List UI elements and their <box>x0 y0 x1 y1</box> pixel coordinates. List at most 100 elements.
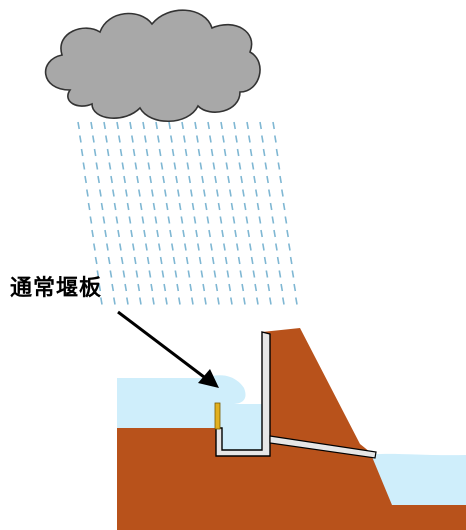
rain <box>77 121 298 305</box>
rain-drop <box>91 229 94 238</box>
rain-drop <box>86 189 89 197</box>
callout-arrow-head <box>198 369 219 388</box>
rain-drop <box>94 256 98 265</box>
rain-drop <box>100 297 103 305</box>
rain-drop <box>144 135 147 143</box>
rain-drop <box>82 162 86 170</box>
rain-drop <box>195 229 198 238</box>
rain-drop <box>200 270 204 278</box>
rain-drop <box>138 189 141 197</box>
rain-drop <box>104 229 107 238</box>
rain-drop <box>177 189 180 197</box>
rain-drop <box>191 202 195 211</box>
rain-drop <box>128 216 132 224</box>
rain-drop <box>156 229 159 238</box>
rain-drop <box>164 189 167 197</box>
rain-drop <box>146 256 150 265</box>
rain-drop <box>213 270 217 278</box>
rain-drop <box>185 256 189 265</box>
rain-drop <box>184 148 188 157</box>
rain-drop <box>136 175 139 184</box>
rain-drop <box>260 229 263 238</box>
rain-drop <box>288 243 291 251</box>
rain-drop <box>80 148 84 157</box>
rain-drop <box>202 283 206 292</box>
rain-drop <box>129 121 132 130</box>
rain-drop <box>208 229 211 238</box>
rain-drop <box>90 121 93 130</box>
rain-drop <box>180 216 184 224</box>
rain-drop <box>207 121 210 130</box>
rain-drop <box>113 202 117 211</box>
rain-drop <box>174 270 178 278</box>
rain-drop <box>204 202 208 211</box>
rain-drop <box>188 175 191 184</box>
rain-drop <box>79 135 82 143</box>
rain-drop <box>84 175 87 184</box>
rain-drop <box>225 162 229 170</box>
rain-drop <box>126 202 130 211</box>
rain-drop <box>217 297 220 305</box>
rain-drop <box>92 135 95 143</box>
rain-drop <box>147 162 151 170</box>
rain-drop <box>131 135 134 143</box>
rain-drop <box>113 297 116 305</box>
rain-drop <box>217 202 221 211</box>
rain-drop <box>238 162 242 170</box>
rain-drop <box>165 202 169 211</box>
rain-drop <box>95 162 99 170</box>
rain-drop <box>152 297 155 305</box>
weir-box-water <box>220 404 262 452</box>
rain-drop <box>182 229 185 238</box>
rain-drop <box>228 283 232 292</box>
rain-drop <box>132 148 136 157</box>
rain-drop <box>135 270 139 278</box>
rain-drop <box>172 256 176 265</box>
rain-drop <box>125 189 128 197</box>
rain-drop <box>212 162 216 170</box>
rain-drop <box>236 148 240 157</box>
rain-drop <box>133 256 137 265</box>
rain-drop <box>274 135 277 143</box>
rain-drop <box>256 202 260 211</box>
rain-drop <box>210 243 213 251</box>
rain-drop <box>109 270 113 278</box>
rain-drop <box>87 202 91 211</box>
rain-drop <box>167 216 171 224</box>
rain-drop <box>111 283 115 292</box>
rain-drop <box>173 162 177 170</box>
rain-drop <box>240 175 243 184</box>
rain-drop <box>119 243 122 251</box>
rain-drop <box>189 283 193 292</box>
rain-drop <box>262 243 265 251</box>
rain-drop <box>281 189 284 197</box>
rain-drop <box>271 216 275 224</box>
rain-drop <box>158 243 161 251</box>
rain-drop <box>232 216 236 224</box>
rain-drop <box>219 216 223 224</box>
rain-drop <box>110 175 113 184</box>
rain-drop <box>293 283 297 292</box>
rain-drop <box>132 243 135 251</box>
rain-drop <box>227 175 230 184</box>
rain-drop <box>161 270 165 278</box>
rain-drop <box>184 243 187 251</box>
rain-drop <box>197 243 200 251</box>
rain-drop <box>291 270 295 278</box>
rain-drop <box>154 216 158 224</box>
rain-drop <box>221 229 224 238</box>
rain-drop <box>139 297 142 305</box>
rain-drop <box>93 243 96 251</box>
rain-drop <box>279 175 282 184</box>
rain-drop <box>98 283 102 292</box>
rain-drop <box>112 189 115 197</box>
rain-drop <box>223 148 227 157</box>
rain-drop <box>237 256 241 265</box>
rain-drop <box>145 243 148 251</box>
rain-drop <box>269 202 273 211</box>
rain-drop <box>236 243 239 251</box>
downstream-water <box>368 453 466 505</box>
rain-drop <box>226 270 230 278</box>
